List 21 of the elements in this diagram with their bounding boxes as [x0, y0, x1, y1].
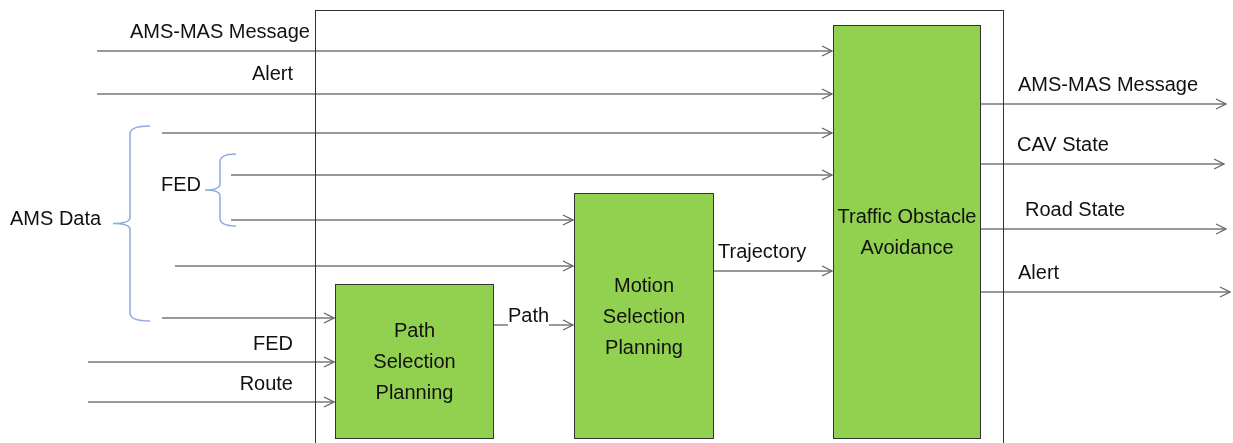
process-box — [335, 284, 494, 439]
arrow — [161, 312, 335, 324]
node-label: Path Selection Planning — [372, 318, 457, 405]
arrow — [712, 265, 833, 277]
system-boundary — [315, 10, 1004, 443]
arrow — [87, 356, 335, 368]
arrow — [979, 223, 1227, 235]
arrow — [979, 98, 1227, 110]
arrow — [230, 214, 574, 226]
arrow — [979, 158, 1225, 170]
node-label: Motion Selection Planning — [601, 272, 687, 360]
arrow — [979, 286, 1231, 298]
arrow — [87, 396, 335, 408]
arrow — [174, 260, 574, 272]
arrow — [96, 88, 833, 100]
process-box — [833, 25, 981, 439]
arrow — [161, 127, 833, 139]
arrow — [96, 45, 833, 57]
process-box — [574, 193, 714, 439]
node-label: Traffic Obstacle Avoidance — [837, 204, 977, 260]
arrow — [230, 169, 833, 181]
